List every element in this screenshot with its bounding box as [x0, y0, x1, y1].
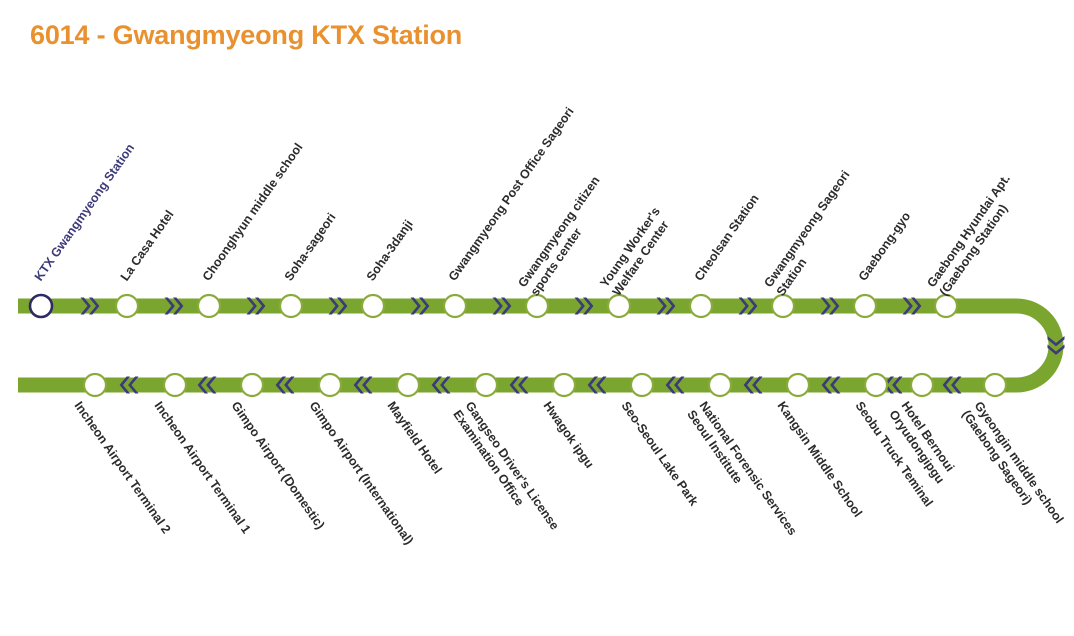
inbound-stop-9[interactable]	[785, 372, 811, 398]
inbound-arrow-11	[942, 376, 962, 394]
outbound-stop-1[interactable]	[114, 293, 140, 319]
outbound-stop-10[interactable]	[852, 293, 878, 319]
inbound-arrow-8	[743, 376, 763, 394]
outbound-stop-4[interactable]	[360, 293, 386, 319]
outbound-stop-5[interactable]	[442, 293, 468, 319]
outbound-stop-9[interactable]	[770, 293, 796, 319]
inbound-stop-12[interactable]	[982, 372, 1008, 398]
outbound-arrow-10	[902, 297, 922, 315]
outbound-stop-8[interactable]	[688, 293, 714, 319]
outbound-arrow-0	[80, 297, 100, 315]
outbound-stop-6[interactable]	[524, 293, 550, 319]
inbound-stop-7[interactable]	[629, 372, 655, 398]
outbound-arrow-2	[246, 297, 266, 315]
inbound-stop-8[interactable]	[707, 372, 733, 398]
inbound-stop-11[interactable]	[909, 372, 935, 398]
inbound-stop-3[interactable]	[317, 372, 343, 398]
outbound-arrow-9	[820, 297, 840, 315]
outbound-arrow-5	[492, 297, 512, 315]
outbound-stop-11[interactable]	[933, 293, 959, 319]
inbound-arrow-7	[665, 376, 685, 394]
outbound-stop-7[interactable]	[606, 293, 632, 319]
outbound-stop-2[interactable]	[196, 293, 222, 319]
outbound-stop-0[interactable]	[28, 293, 54, 319]
inbound-arrow-0	[119, 376, 139, 394]
outbound-arrow-4	[410, 297, 430, 315]
inbound-stop-2[interactable]	[239, 372, 265, 398]
inbound-arrow-4	[431, 376, 451, 394]
inbound-stop-5[interactable]	[473, 372, 499, 398]
inbound-arrow-6	[587, 376, 607, 394]
page-title: 6014 - Gwangmyeong KTX Station	[30, 20, 463, 50]
inbound-arrow-5	[509, 376, 529, 394]
inbound-arrow-9	[821, 376, 841, 394]
inbound-stop-1[interactable]	[162, 372, 188, 398]
uturn-arrow	[1047, 336, 1065, 355]
outbound-arrow-3	[328, 297, 348, 315]
inbound-stop-0[interactable]	[82, 372, 108, 398]
outbound-arrow-7	[656, 297, 676, 315]
outbound-stop-3[interactable]	[278, 293, 304, 319]
inbound-arrow-2	[275, 376, 295, 394]
inbound-stop-6[interactable]	[551, 372, 577, 398]
inbound-stop-4[interactable]	[395, 372, 421, 398]
outbound-arrow-8	[738, 297, 758, 315]
outbound-arrow-6	[574, 297, 594, 315]
inbound-arrow-3	[353, 376, 373, 394]
inbound-stop-10[interactable]	[863, 372, 889, 398]
outbound-arrow-1	[164, 297, 184, 315]
inbound-arrow-1	[197, 376, 217, 394]
